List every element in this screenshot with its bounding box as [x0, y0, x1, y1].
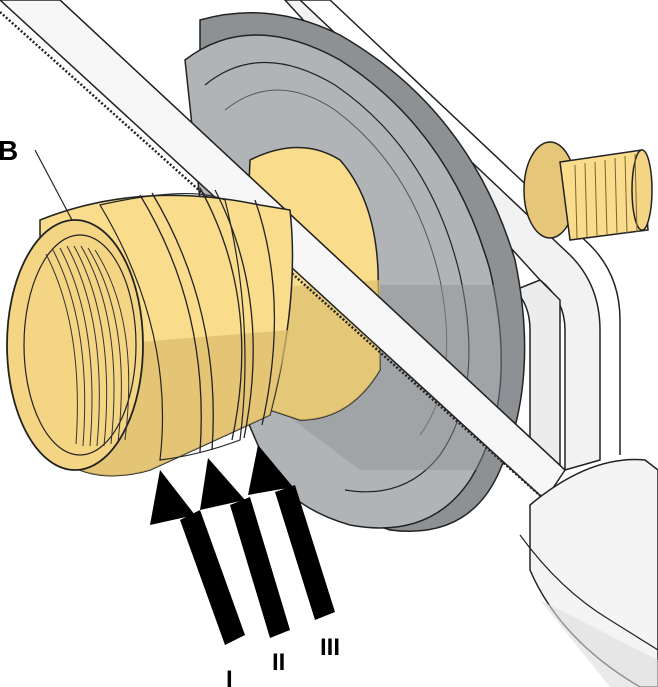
spline-shaft [523, 141, 653, 241]
label-cut-1: I [226, 666, 233, 687]
cut-arrow-1 [150, 470, 245, 645]
label-cut-2: II [272, 649, 285, 676]
saw-handle [519, 458, 658, 687]
cut-arrow-2 [200, 458, 290, 638]
label-cut-3: III [320, 634, 340, 661]
label-b-leader [34, 149, 73, 221]
brass-fitting-b [6, 187, 294, 477]
label-part-b: B [0, 135, 18, 166]
cut-arrow-3 [248, 445, 335, 620]
